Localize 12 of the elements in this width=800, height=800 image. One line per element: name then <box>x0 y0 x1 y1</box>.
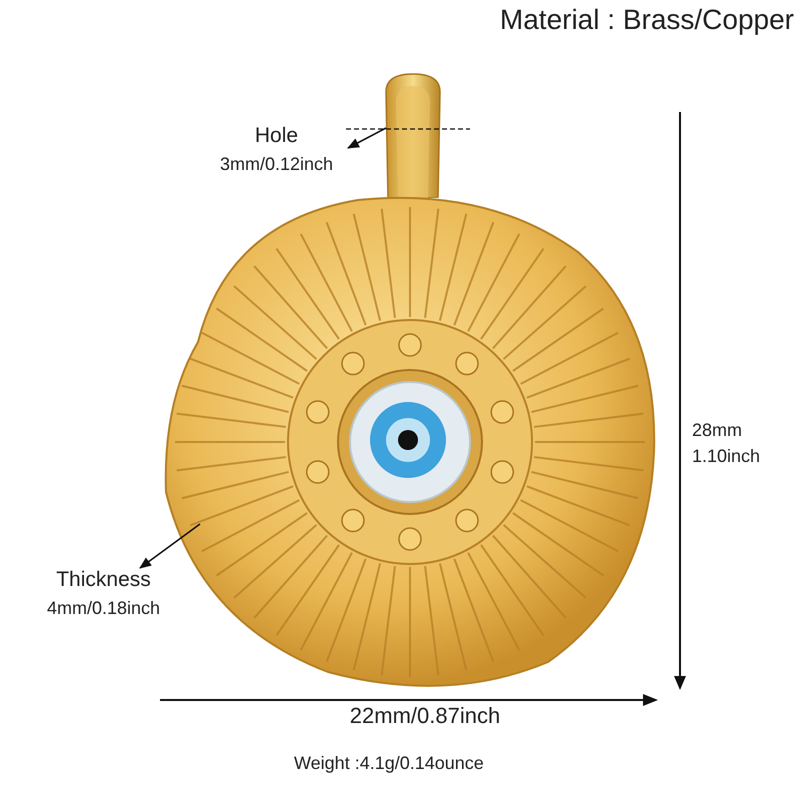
dimension-label: 22mm/0.87inch <box>348 703 502 729</box>
callout-value: 3mm/0.12inch <box>218 154 334 175</box>
callout-title: Hole <box>254 124 300 148</box>
callout-title: Thickness <box>55 568 152 592</box>
title: Material : Brass/Copper <box>500 4 794 36</box>
callout-value: 4mm/0.18inch <box>46 598 162 619</box>
dimension-label: 28mm <box>692 420 742 441</box>
leader-line <box>347 127 386 149</box>
pendant-bail-drawing <box>384 72 442 198</box>
dimension-label: 1.10inch <box>692 446 760 467</box>
weight-note: Weight :4.1g/0.14ounce <box>294 753 484 774</box>
leader-line <box>139 523 200 569</box>
